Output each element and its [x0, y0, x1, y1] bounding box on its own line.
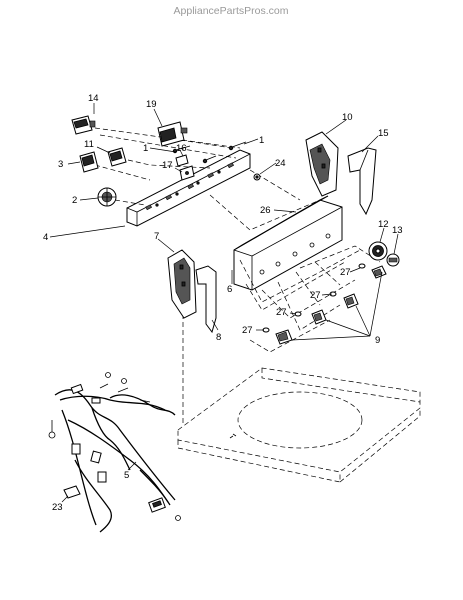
callout-6: 6	[227, 284, 232, 295]
callout-11: 11	[84, 139, 94, 150]
knob-part-13	[386, 253, 400, 267]
screw-part-24	[253, 173, 261, 181]
leader-lines	[49, 103, 399, 503]
control-console-panel	[233, 195, 343, 291]
console-bracket-strip	[126, 149, 251, 227]
switch-part-11	[107, 147, 127, 167]
callout-17: 17	[162, 160, 173, 171]
callout-1a: 1	[259, 135, 264, 146]
callout-27b: 27	[310, 290, 321, 301]
callout-2: 2	[72, 195, 77, 206]
switch-part-3	[79, 151, 99, 173]
knob-part-9-b	[343, 293, 359, 309]
end-cap-part-7	[167, 249, 197, 319]
callout-5: 5	[124, 470, 129, 481]
callout-8: 8	[216, 332, 221, 343]
callout-27d: 27	[242, 325, 253, 336]
callout-19: 19	[146, 99, 157, 110]
callout-4: 4	[43, 232, 48, 243]
clip-part-23	[63, 485, 81, 499]
callout-23: 23	[52, 502, 63, 513]
part-17	[179, 165, 195, 181]
callout-7: 7	[154, 231, 159, 242]
timer-part-2	[97, 187, 117, 207]
callout-16: 16	[176, 143, 187, 154]
callout-13: 13	[392, 225, 403, 236]
knob-part-9-c	[311, 309, 327, 325]
washer-part-27	[262, 263, 366, 333]
knob-part-9-a	[371, 265, 387, 279]
end-cap-part-15	[347, 147, 377, 216]
cabinet-top-outline	[177, 367, 421, 483]
callout-27a: 27	[340, 267, 351, 278]
end-cap-part-10	[305, 131, 339, 197]
callout-10: 10	[342, 112, 353, 123]
screw-part-1	[172, 141, 247, 164]
callout-15: 15	[378, 128, 389, 139]
switch-part-19	[157, 121, 188, 147]
knob-part-9-d	[275, 329, 293, 345]
callout-27c: 27	[276, 307, 287, 318]
end-cap-part-8	[195, 265, 217, 334]
part-16	[175, 154, 189, 167]
callout-12: 12	[378, 219, 389, 230]
callout-14: 14	[88, 93, 99, 104]
switch-part-14	[71, 115, 96, 135]
callout-9: 9	[375, 335, 380, 346]
knob-part-12	[368, 241, 388, 261]
wire-harness-part-5	[48, 372, 181, 533]
watermark-text: AppliancePartsPros.com	[174, 5, 289, 17]
callout-1b: 1	[143, 143, 148, 154]
callout-24: 24	[275, 158, 286, 169]
callout-26: 26	[260, 205, 271, 216]
callout-3: 3	[58, 159, 63, 170]
